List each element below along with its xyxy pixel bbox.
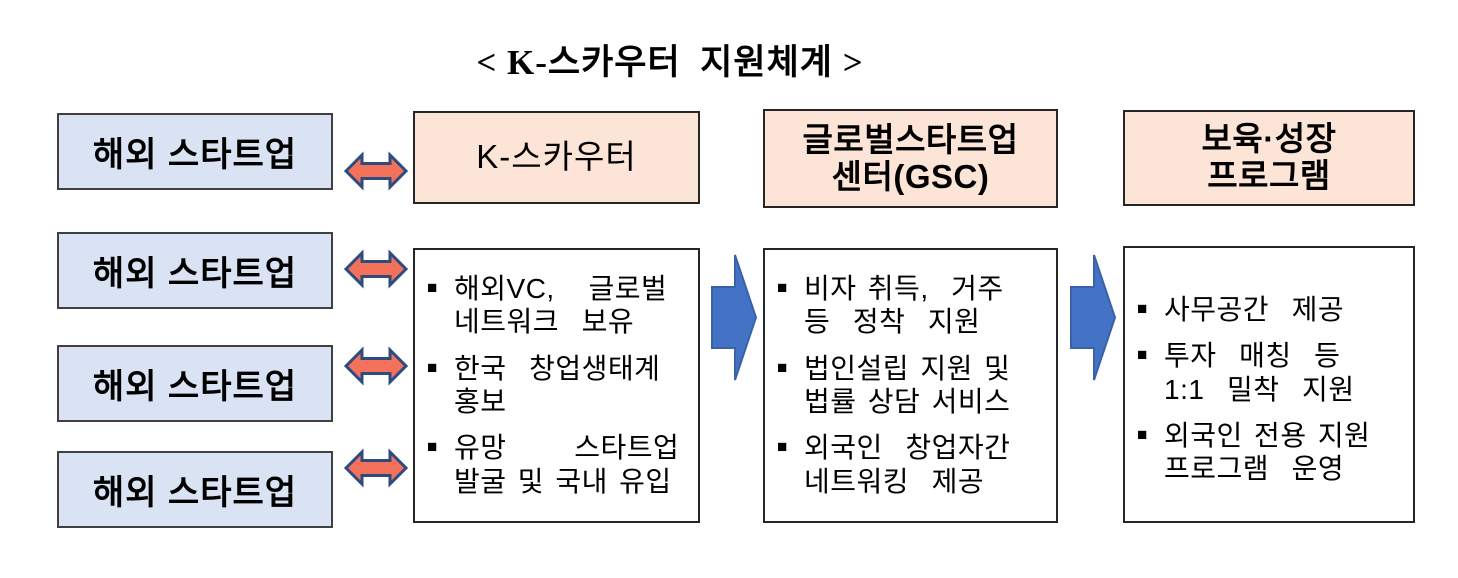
bullet-square-icon: ■ <box>427 357 438 377</box>
overseas-startup-box-1: 해외 스타트업 <box>57 113 333 190</box>
bullet-text: 외국인 전용 지원 프로그램 운영 <box>1164 419 1371 485</box>
bullet-text: 비자 취득, 거주 등 정착 지원 <box>804 273 1004 338</box>
overseas-startup-label: 해외 스타트업 <box>92 368 298 406</box>
bullet-square-icon: ■ <box>427 278 438 297</box>
bullet-text: 유망 스타트업 발굴 및 국내 유입 <box>454 432 680 497</box>
bullet-square-icon: ■ <box>1137 299 1148 318</box>
bullet-square-icon: ■ <box>777 437 788 457</box>
bullet-text: 법인설립 지원 및 법률 상담 서비스 <box>804 352 1011 417</box>
bullet-item: ■ 비자 취득, 거주 등 정착 지원 <box>777 272 1048 339</box>
bullet-item: ■ 사무공간 제공 <box>1137 293 1405 326</box>
right-arrow-icon <box>711 252 757 383</box>
bullet-item: ■ 유망 스타트업 발굴 및 국내 유입 <box>427 431 690 498</box>
bullet-text: 해외VC, 글로벌 네트워크 보유 <box>454 273 668 338</box>
right-arrow-icon <box>1070 252 1116 383</box>
bullet-item: ■ 해외VC, 글로벌 네트워크 보유 <box>427 272 690 339</box>
overseas-startup-label: 해외 스타트업 <box>92 255 298 293</box>
bullet-item: ■ 한국 창업생태계 홍보 <box>427 352 690 419</box>
growth-program-header-label: 보육·성장 프로그램 <box>1201 120 1337 194</box>
gsc-content-box: ■ 비자 취득, 거주 등 정착 지원 ■ 법인설립 지원 및 법률 상담 서비… <box>763 248 1058 523</box>
k-scouter-content-box: ■ 해외VC, 글로벌 네트워크 보유 ■ 한국 창업생태계 홍보 ■ 유망 스… <box>413 248 700 523</box>
bullet-square-icon: ■ <box>777 357 788 377</box>
overseas-startup-box-4: 해외 스타트업 <box>57 451 333 528</box>
overseas-startup-label: 해외 스타트업 <box>92 136 298 174</box>
overseas-startup-box-3: 해외 스타트업 <box>57 345 333 422</box>
bullet-square-icon: ■ <box>1137 424 1148 444</box>
diagram-title: < K-스카우터 지원체계 > <box>476 43 864 82</box>
bullet-item: ■ 법인설립 지원 및 법률 상담 서비스 <box>777 352 1048 419</box>
k-scouter-header-label: K-스카우터 <box>476 138 637 176</box>
bullet-item: ■ 투자 매칭 등 1:1 밀착 지원 <box>1137 339 1405 406</box>
double-arrow-icon <box>344 345 408 387</box>
gsc-header-label: 글로벌스타트업 센터(GSC) <box>802 120 1019 195</box>
bullet-square-icon: ■ <box>1137 345 1148 365</box>
bullet-square-icon: ■ <box>777 278 788 297</box>
k-scouter-header: K-스카우터 <box>413 111 700 204</box>
double-arrow-icon <box>344 150 408 192</box>
bullet-text: 투자 매칭 등 1:1 밀착 지원 <box>1164 340 1355 405</box>
bullet-item: ■ 외국인 전용 지원 프로그램 운영 <box>1137 419 1405 486</box>
double-arrow-icon <box>344 447 408 489</box>
gsc-header: 글로벌스타트업 센터(GSC) <box>763 109 1058 208</box>
bullet-text: 사무공간 제공 <box>1164 294 1345 325</box>
growth-program-header: 보육·성장 프로그램 <box>1123 110 1415 206</box>
growth-program-content-box: ■ 사무공간 제공 ■ 투자 매칭 등 1:1 밀착 지원 ■ 외국인 전용 지… <box>1123 246 1415 523</box>
bullet-item: ■ 외국인 창업자간 네트워킹 제공 <box>777 431 1048 498</box>
bullet-text: 외국인 창업자간 네트워킹 제공 <box>804 432 1011 497</box>
bullet-text: 한국 창업생태계 홍보 <box>454 352 661 417</box>
bullet-square-icon: ■ <box>427 437 438 457</box>
double-arrow-icon <box>344 248 408 290</box>
overseas-startup-label: 해외 스타트업 <box>92 474 298 512</box>
overseas-startup-box-2: 해외 스타트업 <box>57 232 333 309</box>
